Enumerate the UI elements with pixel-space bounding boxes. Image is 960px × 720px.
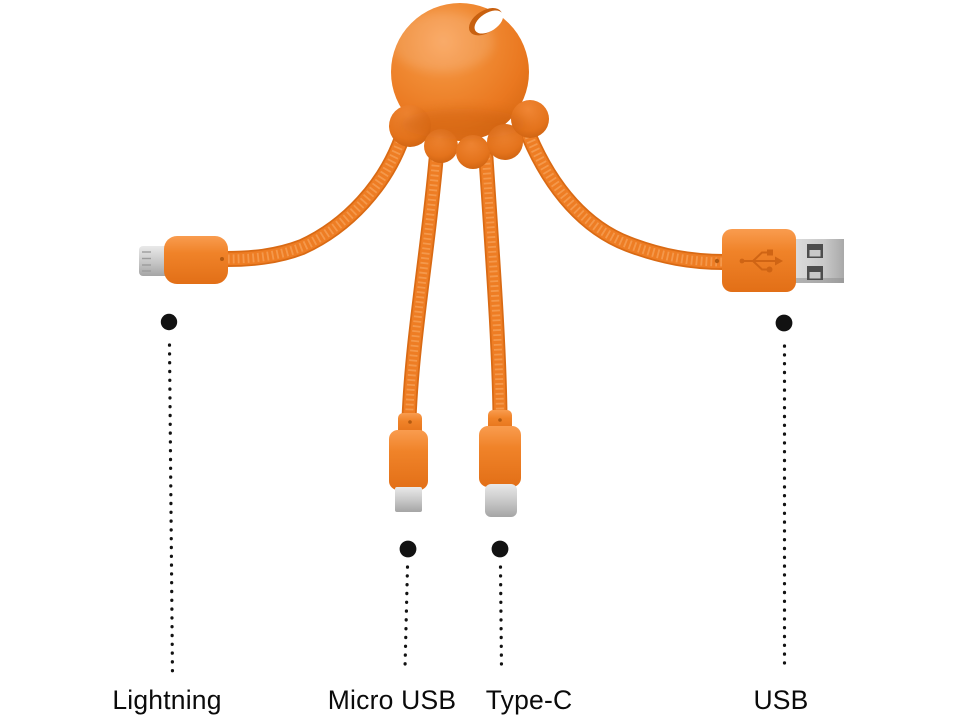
label-type-c: Type-C: [485, 685, 573, 715]
type-c-metal-tip: [485, 484, 517, 517]
micro-usb-connector: [389, 413, 428, 512]
micro-usb-metal-tip: [395, 487, 422, 512]
type-c-connector: [479, 410, 521, 517]
leader-line-micro-usb: [403, 565, 410, 670]
label-micro-usb: Micro USB: [327, 685, 457, 715]
leader-line-lightning: [167, 343, 175, 678]
lightning-contacts-icon: [142, 251, 151, 272]
usb-pin-holes: [807, 244, 823, 280]
leader-dot-micro-usb: [399, 540, 417, 558]
micro-usb-body: [389, 430, 428, 490]
type-c-body: [479, 426, 521, 487]
cable-usb-arm: [521, 128, 732, 270]
lightning-metal-tip: [139, 246, 171, 276]
cable-lightning-arm: [218, 130, 410, 267]
octopus-head-shading: [390, 12, 525, 139]
usb-trident-icon: [739, 249, 783, 273]
leader-dot-type-c: [491, 540, 509, 558]
cable-micro-usb: [401, 152, 444, 427]
leader-dot-lightning: [160, 313, 178, 331]
lightning-connector: [139, 236, 228, 284]
callout-leaders: [160, 313, 793, 678]
usb-connector: [714, 229, 844, 292]
label-lightning: Lightning: [112, 685, 222, 715]
micro-usb-seam-dot: [408, 420, 412, 424]
label-usb: USB: [753, 685, 809, 715]
cable-type-c: [478, 150, 508, 423]
octopus-head: [389, 3, 549, 169]
type-c-seam-dot: [498, 418, 502, 422]
lanyard-hole: [468, 8, 504, 36]
lightning-seam-dot: [220, 257, 224, 261]
leader-dot-usb: [775, 314, 793, 332]
usb-seam-dot: [714, 258, 720, 264]
lightning-body: [164, 236, 228, 284]
leader-line-type-c: [498, 565, 504, 670]
